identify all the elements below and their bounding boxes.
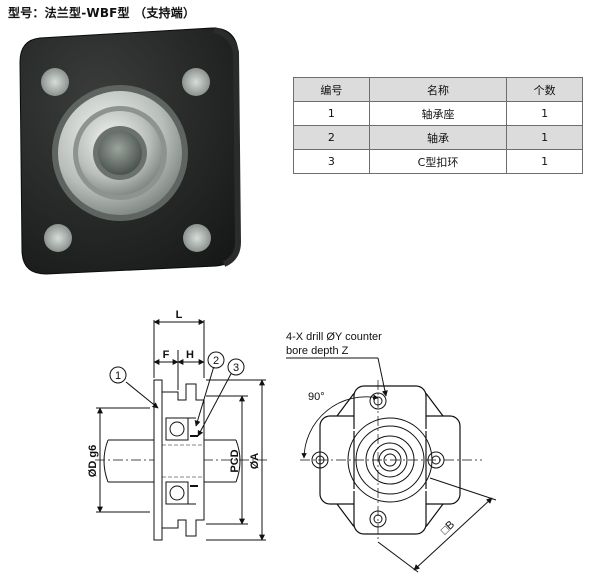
table-header-row: 编号 名称 个数 (293, 77, 583, 102)
drill-spec-label-2: bore depth Z (286, 345, 349, 357)
svg-text:1: 1 (115, 370, 121, 382)
page-title: 型号：法兰型-WBF型 （支持端） (8, 6, 196, 20)
svg-text:3: 3 (233, 362, 239, 374)
callout-1: 1 (109, 366, 127, 384)
product-photo (19, 27, 242, 275)
dim-pcd-label: PCD (229, 449, 241, 472)
drill-spec-label: 4-X drill ØY counter (286, 331, 382, 343)
parts-table: 编号 名称 个数 1 轴承座 1 2 轴承 1 3 C型扣环 1 (293, 77, 583, 174)
bearing-icon (52, 85, 188, 221)
column-header: 编号 (293, 77, 370, 102)
table-row: 1 轴承座 1 (293, 101, 583, 126)
table-cell: 轴承 (368, 125, 508, 150)
table-row: 3 C型扣环 1 (293, 149, 583, 174)
table-cell: 1 (293, 101, 370, 126)
dim-l-label: L (176, 309, 183, 321)
svg-text:2: 2 (213, 355, 219, 367)
table-cell: 1 (506, 101, 583, 126)
table-cell: 2 (293, 125, 370, 150)
technical-drawing: 1 2 3 L F H ØD g6 PCD ØA (87, 309, 497, 573)
dim-b-label: □B (439, 519, 457, 537)
column-header: 个数 (506, 77, 583, 102)
table-row: 2 轴承 1 (293, 125, 583, 150)
table-cell: 1 (506, 125, 583, 150)
callout-2: 2 (207, 351, 225, 369)
table-cell: 轴承座 (368, 101, 508, 126)
table-cell: 3 (293, 149, 370, 174)
front-view (286, 357, 497, 573)
table-cell: 1 (506, 149, 583, 174)
table-cell: C型扣环 (368, 149, 508, 174)
mount-hole-icon (41, 68, 211, 252)
dim-d-label: ØD g6 (87, 445, 99, 477)
dim-a-label: ØA (249, 453, 261, 470)
dim-h-label: H (186, 349, 194, 361)
column-header: 名称 (368, 77, 508, 102)
angle-label: 90° (308, 391, 325, 403)
callout-3: 3 (227, 358, 245, 376)
side-section-view (95, 319, 270, 541)
dim-f-label: F (163, 349, 170, 361)
